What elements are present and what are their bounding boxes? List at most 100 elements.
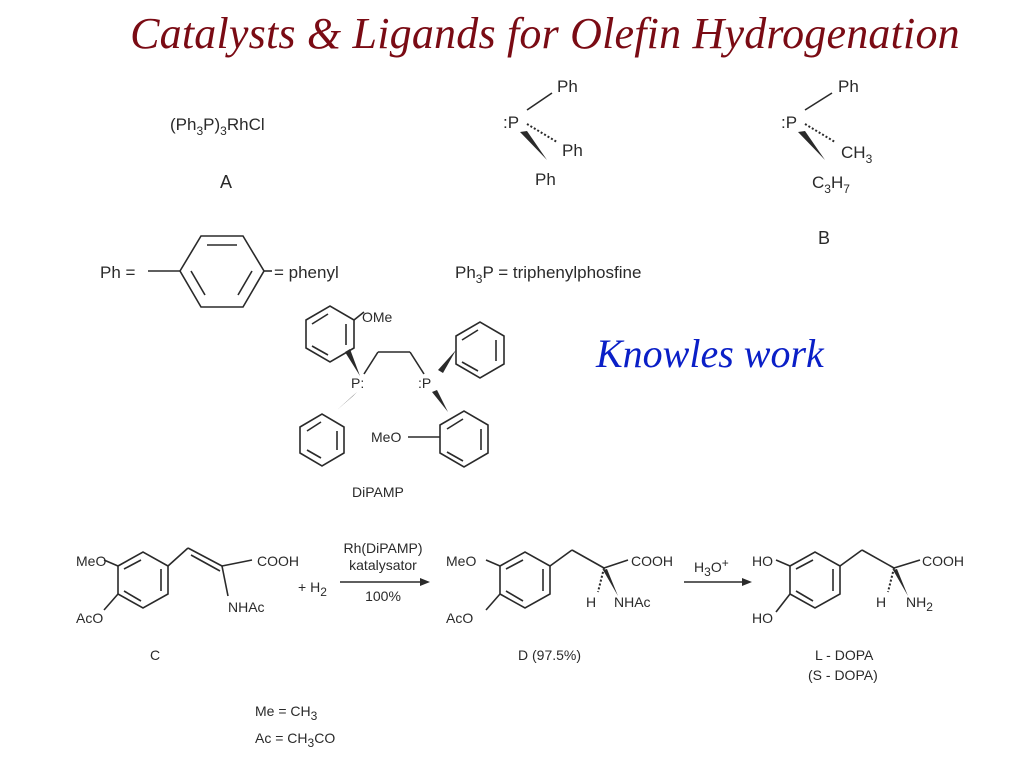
wedge-bond <box>345 349 360 376</box>
knowles-work-caption: Knowles work <box>596 331 824 376</box>
slide-title: Catalysts & Ligands for Olefin Hydrogena… <box>130 9 960 58</box>
bond <box>603 559 629 569</box>
bond <box>893 559 921 569</box>
abbrev-me: Me = CH3 <box>255 703 318 723</box>
bond <box>221 565 229 597</box>
arrow1-catalyst: Rh(DiPAMP) <box>343 540 422 556</box>
label-d: D (97.5%) <box>518 647 581 663</box>
double-bond <box>446 418 464 430</box>
d-aco: AcO <box>446 610 473 626</box>
wedge-bond <box>438 350 456 373</box>
wedge-bond <box>893 569 908 596</box>
abbrev-ac: Ac = CH3CO <box>255 730 335 750</box>
l-h: H <box>876 594 886 610</box>
bond <box>775 559 791 567</box>
d-nhac: NHAc <box>614 594 651 610</box>
label-s-dopa: (S - DOPA) <box>808 667 878 683</box>
double-bond <box>123 559 142 570</box>
dipamp-p-right: :P <box>418 375 431 391</box>
wedge-bond <box>520 131 547 160</box>
bond <box>571 549 605 569</box>
bond <box>187 547 223 567</box>
ligand1-p: :P <box>503 113 519 132</box>
benzene-ring <box>299 413 345 467</box>
bond <box>103 559 119 567</box>
ligand1-ph-top: Ph <box>557 77 578 96</box>
double-bond <box>306 421 322 432</box>
arrow1-yield: 100% <box>365 588 401 604</box>
d-h: H <box>586 594 596 610</box>
bond <box>861 549 895 569</box>
ph3p-def: Ph3P = triphenylphosfine <box>455 263 641 286</box>
arrowhead <box>420 578 430 586</box>
l-ho-top: HO <box>752 553 773 569</box>
double-bond <box>461 329 479 341</box>
dipamp-p-left: P: <box>351 375 364 391</box>
wedge-bond <box>603 569 618 596</box>
bond <box>526 92 553 111</box>
ligand1-ph-right: Ph <box>562 141 583 160</box>
bond <box>839 549 863 567</box>
ligandb-ch3: CH3 <box>841 143 873 166</box>
double-bond <box>306 449 322 459</box>
benzene-ring <box>305 305 355 363</box>
double-bond <box>237 270 253 296</box>
double-bond <box>311 345 329 356</box>
bond <box>221 559 253 567</box>
bond <box>485 559 501 567</box>
hash-bond <box>804 123 836 143</box>
hash-bond <box>597 567 605 593</box>
wedge-bond <box>432 390 448 412</box>
c-cooh: COOH <box>257 553 299 569</box>
bond <box>409 351 425 375</box>
c-aco: AcO <box>76 610 103 626</box>
wedge-bond <box>798 131 825 160</box>
double-bond <box>795 590 814 602</box>
hash-bond <box>526 123 558 143</box>
label-c: C <box>150 647 160 663</box>
double-bond <box>311 313 329 325</box>
bond <box>167 547 189 567</box>
d-meo: MeO <box>446 553 476 569</box>
double-bond <box>461 361 479 372</box>
ligandb-c3h7: C3H7 <box>812 173 850 196</box>
double-bond <box>505 559 524 570</box>
l-nh2: NH2 <box>906 594 933 614</box>
dipamp-meo: MeO <box>371 429 401 445</box>
l-cooh: COOH <box>922 553 964 569</box>
dipamp-ome: OMe <box>362 309 393 325</box>
double-bond <box>123 590 142 602</box>
arrow1-katalysator: katalysator <box>349 557 417 573</box>
d-cooh: COOH <box>631 553 673 569</box>
dipamp-label: DiPAMP <box>352 484 404 500</box>
bond <box>549 549 573 567</box>
double-bond <box>190 554 221 572</box>
hash-bond <box>887 567 895 593</box>
plus-h2: + H2 <box>298 579 327 599</box>
catalyst-a-formula: (Ph3P)3RhCl <box>170 115 265 138</box>
double-bond <box>505 590 524 602</box>
double-bond <box>190 270 206 296</box>
l-ho-bottom: HO <box>752 610 773 626</box>
bond <box>103 593 119 611</box>
double-bond <box>795 559 814 570</box>
label-l-dopa: L - DOPA <box>815 647 874 663</box>
ligandb-ph-top: Ph <box>838 77 859 96</box>
bond <box>775 593 791 613</box>
ligandb-p: :P <box>781 113 797 132</box>
c-nhac: NHAc <box>228 599 265 615</box>
bond <box>804 92 833 111</box>
bond <box>363 351 379 375</box>
bond <box>485 593 501 611</box>
arrowhead <box>742 578 752 586</box>
bond <box>353 311 365 321</box>
benzene-ring <box>455 321 505 379</box>
label-b: B <box>818 228 830 248</box>
arrow2-h3o: H3O+ <box>694 556 729 579</box>
ligand1-ph-bottom: Ph <box>535 170 556 189</box>
benzene-ring <box>439 410 489 468</box>
label-a: A <box>220 172 232 192</box>
double-bond <box>446 451 464 462</box>
